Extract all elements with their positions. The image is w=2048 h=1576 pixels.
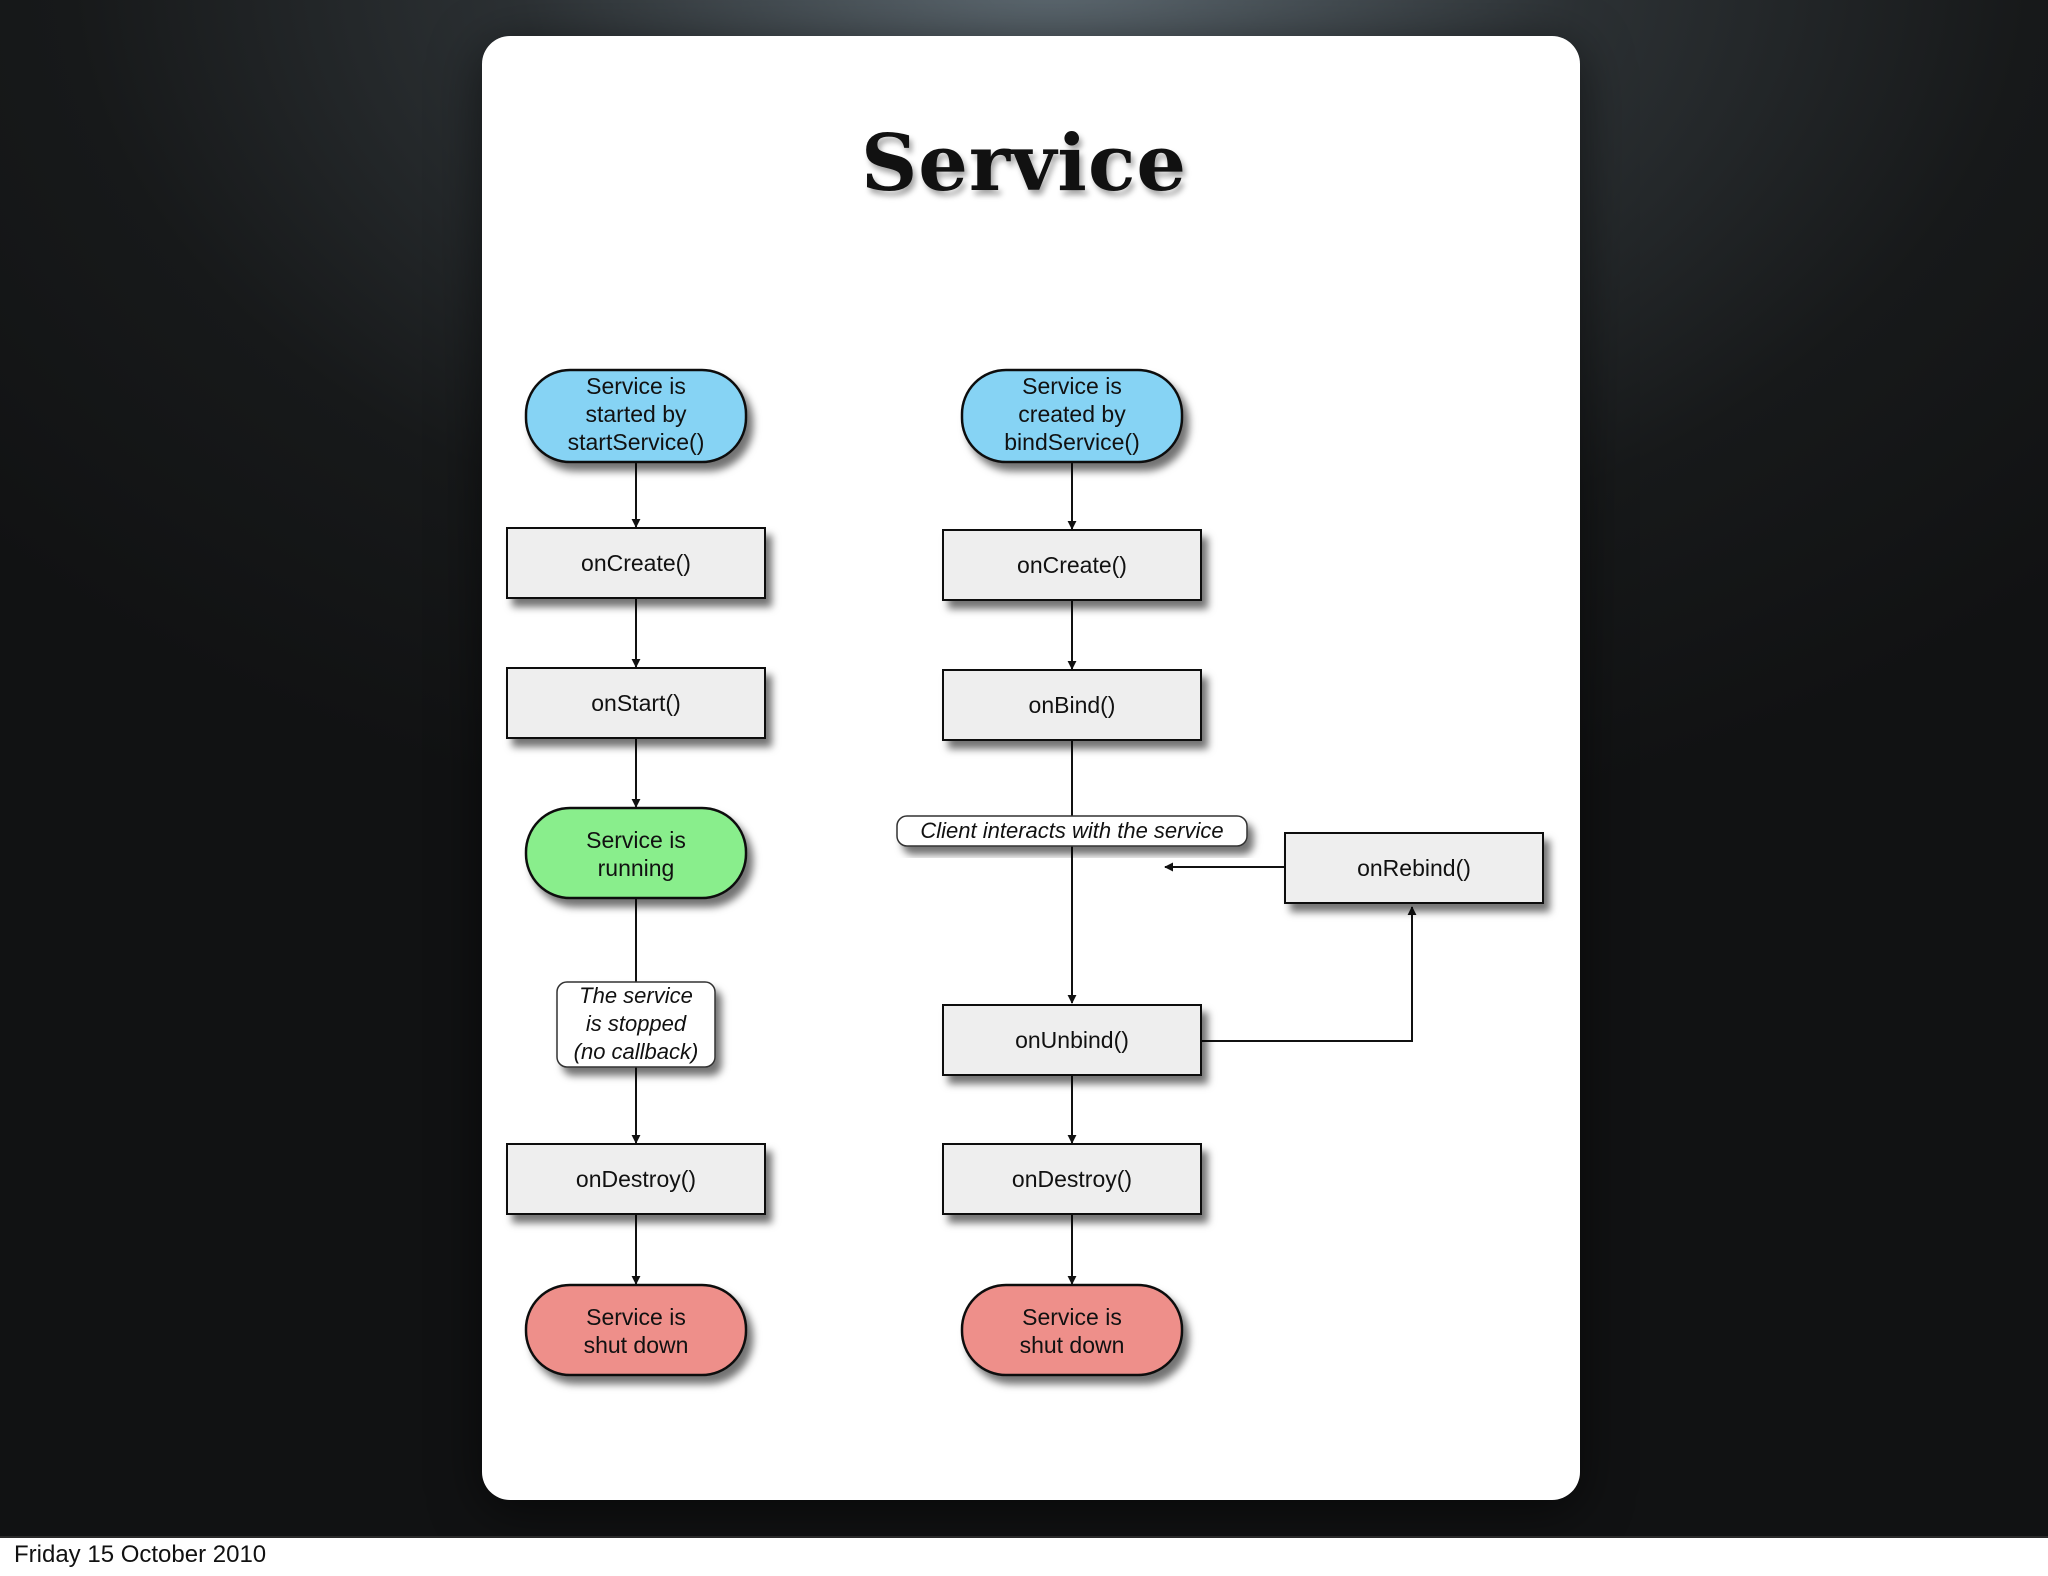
node-started-by-startservice-line-1: Service is (586, 373, 686, 399)
left-column: Service is started by startService() onC… (506, 368, 766, 1377)
arrow-onunbind-to-onrebind (1202, 906, 1417, 1042)
node-right-ondestroy-label: onDestroy() (1012, 1166, 1132, 1192)
right-column: Service is created by bindService() onCr… (896, 368, 1544, 1377)
node-left-ondestroy: onDestroy() (506, 1143, 766, 1215)
node-left-oncreate-label: onCreate() (581, 550, 691, 576)
slide-title: Service (860, 118, 1188, 209)
node-right-shut-down: Service is shut down (960, 1283, 1184, 1377)
node-started-by-startservice: Service is started by startService() (524, 368, 748, 464)
note-service-stopped-line-1: The service (579, 983, 693, 1008)
node-left-shut-down: Service is shut down (524, 1283, 748, 1377)
note-service-stopped-line-2: is stopped (586, 1011, 687, 1036)
node-left-onstart-label: onStart() (591, 690, 680, 716)
node-onbind-label: onBind() (1029, 692, 1116, 718)
node-service-running: Service is running (524, 806, 748, 900)
node-service-running-line-1: Service is (586, 827, 686, 853)
service-lifecycle-diagram: Service is started by startService() onC… (506, 368, 1544, 1377)
connectors (631, 462, 1417, 1285)
node-onrebind: onRebind() (1284, 832, 1544, 904)
node-created-by-bindservice-line-1: Service is (1022, 373, 1122, 399)
node-right-shut-down-line-2: shut down (1020, 1332, 1125, 1358)
note-service-stopped: The service is stopped (no callback) (556, 981, 716, 1068)
node-left-shut-down-line-1: Service is (586, 1304, 686, 1330)
node-onrebind-label: onRebind() (1357, 855, 1471, 881)
node-started-by-startservice-line-3: startService() (568, 429, 705, 455)
note-service-stopped-line-3: (no callback) (574, 1039, 699, 1064)
node-onunbind-label: onUnbind() (1015, 1027, 1129, 1053)
node-right-oncreate: onCreate() (942, 529, 1202, 601)
note-client-interacts: Client interacts with the service (896, 815, 1248, 847)
footer-date: Friday 15 October 2010 (14, 1541, 267, 1568)
node-right-oncreate-label: onCreate() (1017, 552, 1127, 578)
node-onbind: onBind() (942, 669, 1202, 741)
node-right-shut-down-line-1: Service is (1022, 1304, 1122, 1330)
node-onunbind: onUnbind() (942, 1004, 1202, 1076)
node-created-by-bindservice-line-3: bindService() (1004, 429, 1140, 455)
node-started-by-startservice-line-2: started by (586, 401, 687, 427)
node-created-by-bindservice-line-2: created by (1018, 401, 1126, 427)
node-left-oncreate: onCreate() (506, 527, 766, 599)
node-left-ondestroy-label: onDestroy() (576, 1166, 696, 1192)
footer-bar (0, 1536, 2048, 1576)
node-right-ondestroy: onDestroy() (942, 1143, 1202, 1215)
node-left-shut-down-line-2: shut down (584, 1332, 689, 1358)
slide-card (482, 36, 1580, 1500)
node-left-onstart: onStart() (506, 667, 766, 739)
node-created-by-bindservice: Service is created by bindService() (960, 368, 1184, 464)
note-client-interacts-label: Client interacts with the service (920, 818, 1223, 843)
node-service-running-line-2: running (598, 855, 675, 881)
